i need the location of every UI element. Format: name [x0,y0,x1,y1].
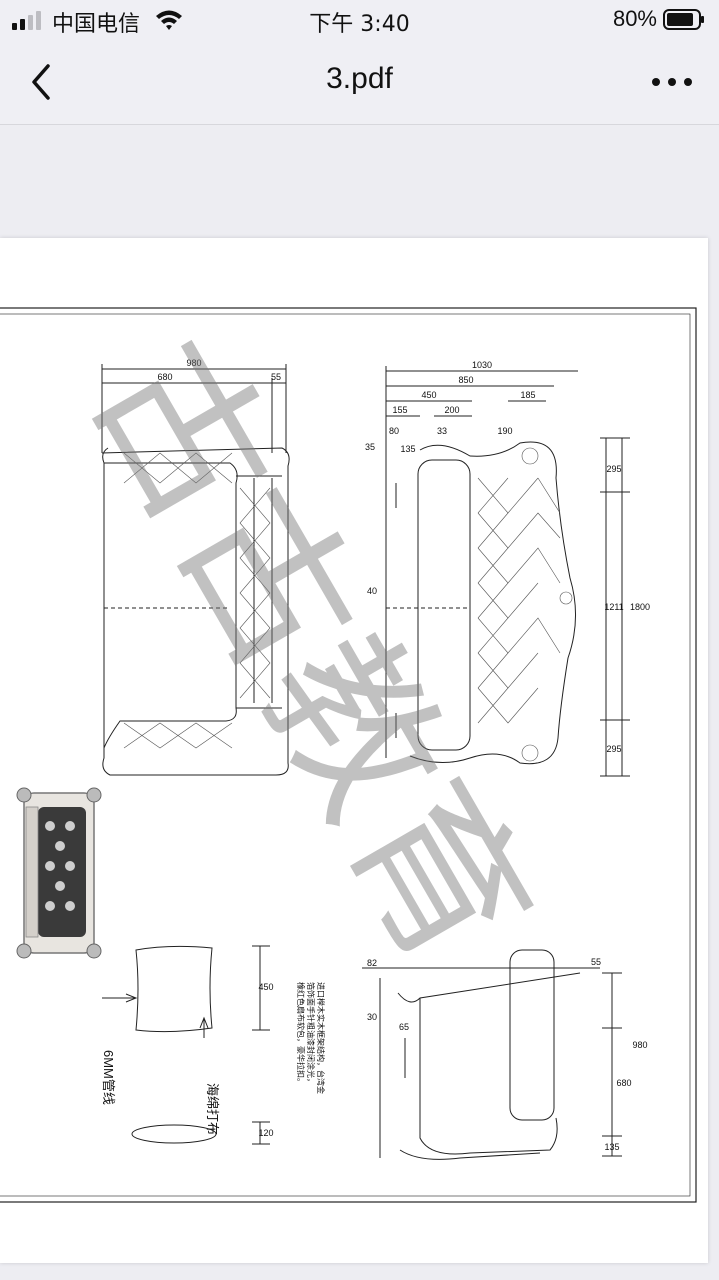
dim-295-top: 295 [606,464,621,474]
dim-1030: 1030 [472,360,492,370]
dim-155: 155 [392,405,407,415]
dim-135: 135 [400,444,415,454]
dim-35: 35 [365,442,375,452]
dim-450: 450 [421,390,436,400]
dim-135-side: 135 [604,1142,619,1152]
more-options-icon[interactable] [647,62,697,102]
dim-1800: 1800 [630,602,650,612]
back-chevron-icon[interactable] [22,60,62,104]
dim-40: 40 [367,586,377,596]
dim-55-side: 55 [591,957,601,967]
front-view [385,366,630,777]
dim-65: 65 [399,1022,409,1032]
notes-line-2: 箔饰面手针粗油漆封闭涂光， [306,982,316,1086]
document-title: 3.pdf [326,62,393,95]
empty-header-area [0,125,719,235]
dim-850: 850 [458,375,473,385]
sofa-technical-drawing: 980 680 55 [0,307,697,1203]
dim-1211: 1211 [604,602,623,612]
clock: 下午 3:40 [309,12,410,37]
cellular-signal-icon [12,11,41,30]
label-piping: 6MM管线 [101,1050,116,1105]
navigation-bar: 3.pdf [0,40,719,125]
dim-680-side: 680 [616,1078,631,1088]
dim-80: 80 [389,426,399,436]
dim-30: 30 [367,1012,377,1022]
notes-line-1: 进口榉木实木框架结构，台湾金 [316,982,326,1094]
dim-55: 55 [271,372,281,382]
dim-980-side: 980 [632,1040,647,1050]
side-view [362,949,622,1160]
carrier-name: 中国电信 [52,12,141,37]
pdf-page[interactable]: 980 680 55 [0,238,708,1263]
dim-980: 980 [186,358,201,368]
battery-icon [663,9,704,30]
dim-82: 82 [367,958,377,968]
dim-190: 190 [497,426,512,436]
dim-450-pillow: 450 [258,982,273,992]
status-bar: 中国电信 下午 3:40 80% [0,0,719,40]
notes-line-3: 橡红色扇布软包，豪华拉扣。 [296,982,306,1086]
dim-33: 33 [437,426,447,436]
top-view-tufting [123,452,271,749]
label-sponge: 海绵打布 [205,1083,220,1135]
dim-295-bottom: 295 [606,744,621,754]
dim-120-pillow: 120 [258,1128,273,1138]
watermark: 古古教育 [58,312,563,996]
sofa-photo-thumbnail [16,787,102,959]
dim-185: 185 [520,390,535,400]
pillow-drawing [102,945,270,1145]
dim-200: 200 [444,405,459,415]
battery-percentage: 80% [612,6,657,31]
dim-680: 680 [157,372,172,382]
top-view [101,364,290,776]
wifi-icon [156,10,182,30]
front-view-tufting [477,447,573,762]
